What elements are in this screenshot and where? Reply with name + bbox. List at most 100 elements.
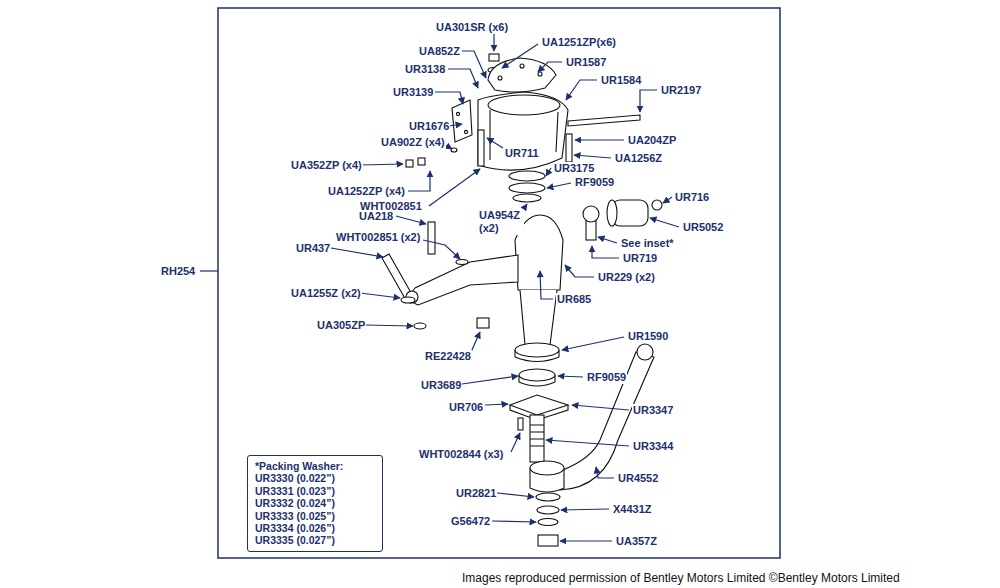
- part-number: UR3139: [392, 86, 434, 99]
- leader-line: [462, 51, 486, 78]
- part-number: UR4552: [617, 472, 659, 485]
- leader-line: [562, 337, 624, 350]
- part-number: WHT002851 (x2): [335, 231, 421, 244]
- leader-line: [361, 164, 403, 165]
- part-drawing: [464, 130, 467, 133]
- part-number: UA204ZP: [627, 134, 677, 147]
- part-drawing: [586, 220, 596, 240]
- part-drawing: [536, 493, 560, 501]
- leader-line: [538, 62, 562, 72]
- part-number: RF9059: [586, 371, 627, 384]
- inset-text: UR3330 (0.022”): [255, 472, 375, 484]
- leader-line: [471, 332, 480, 352]
- part-number: UA1255Z (x2): [290, 287, 362, 300]
- part-number: UR2821: [455, 487, 497, 500]
- part-drawing: [477, 318, 489, 328]
- part-number: RF9059: [574, 176, 615, 189]
- leader-line: [449, 124, 462, 126]
- inset-box: *Packing Washer:UR3330 (0.022”)UR3331 (0…: [247, 455, 383, 552]
- part-drawing: [530, 415, 544, 462]
- part-drawing: [520, 290, 557, 345]
- leader-line: [487, 138, 503, 148]
- part-drawing: [607, 200, 617, 226]
- part-number: UR711: [504, 147, 540, 160]
- part-number: See inset*: [620, 237, 675, 250]
- inset-text: *Packing Washer:: [255, 460, 375, 472]
- part-drawing: [520, 64, 524, 68]
- leader-line: [547, 183, 571, 188]
- leader-line: [575, 139, 624, 140]
- leader-line: [663, 197, 672, 203]
- leader-line: [492, 521, 536, 522]
- leader-line: [423, 240, 460, 259]
- part-drawing: [538, 535, 558, 546]
- part-drawing: [568, 115, 640, 126]
- part-drawing: [537, 506, 559, 514]
- leader-line: [462, 376, 518, 384]
- part-drawing: [510, 395, 568, 415]
- leader-line: [408, 171, 430, 191]
- frame-leader: [200, 270, 218, 271]
- part-number: UA1251ZP(x6): [541, 36, 617, 49]
- leader-line: [540, 271, 553, 299]
- part-drawing: [583, 206, 599, 222]
- leader-line: [502, 44, 538, 68]
- leader-line: [640, 90, 657, 112]
- part-number: UR1676: [408, 120, 450, 133]
- part-number: X4431Z: [612, 503, 653, 516]
- part-drawing: [509, 183, 545, 193]
- part-number: UA954Z (x2): [478, 209, 524, 235]
- inset-text: UR3335 (0.027”): [255, 534, 375, 546]
- part-drawing: [530, 461, 564, 475]
- part-number: UA357Z: [615, 535, 658, 548]
- part-drawing: [478, 92, 568, 170]
- leader-line: [565, 265, 594, 277]
- leader-line: [546, 440, 629, 446]
- part-number: UR716: [674, 191, 710, 204]
- leader-line: [331, 27, 679, 541]
- part-number: UA1252ZP (x4): [327, 185, 406, 198]
- part-drawing: [513, 194, 541, 202]
- part-number: UR3138: [404, 63, 446, 76]
- leader-line: [365, 325, 413, 326]
- leader-line: [596, 467, 614, 478]
- part-number: RE22428: [424, 350, 472, 363]
- inset-text: UR3334 (0.026”): [255, 522, 375, 534]
- part-number: UR229 (x2): [597, 271, 656, 284]
- part-number: RH254: [160, 265, 196, 278]
- part-drawing: [566, 134, 572, 162]
- part-drawing: [515, 343, 559, 357]
- part-drawing: [652, 200, 662, 210]
- part-drawing: [488, 95, 560, 115]
- leader-line: [497, 493, 534, 497]
- part-number: WHT002844 (x3): [418, 448, 504, 461]
- leader-line: [561, 509, 609, 510]
- part-number: UR719: [622, 252, 658, 265]
- part-drawing: [498, 76, 502, 80]
- part-drawing: [509, 171, 545, 181]
- part-number: UA301SR (x6): [435, 21, 509, 34]
- leader-line: [574, 155, 611, 158]
- part-number: UR1587: [565, 56, 607, 69]
- part-drawing: [560, 352, 654, 490]
- inset-text: UR3331 (0.023”): [255, 485, 375, 497]
- part-drawing: [428, 222, 435, 254]
- part-number: UA305ZP: [316, 319, 366, 332]
- part-number: UA1256Z: [614, 152, 663, 165]
- part-drawing: [382, 54, 662, 546]
- leader-line: [448, 69, 478, 88]
- part-number: UR5052: [682, 221, 724, 234]
- part-drawing: [538, 72, 542, 76]
- part-drawing: [478, 130, 484, 166]
- part-number: UA902Z (x4): [380, 136, 446, 149]
- part-number: UA352ZP (x4): [290, 159, 363, 172]
- part-number: UR437: [295, 242, 331, 255]
- part-drawing: [489, 54, 499, 61]
- part-number: UR3175: [553, 162, 595, 175]
- part-number: UR1584: [600, 74, 642, 87]
- leader-line: [429, 169, 480, 206]
- part-drawing: [490, 110, 558, 160]
- leader-line: [360, 293, 400, 298]
